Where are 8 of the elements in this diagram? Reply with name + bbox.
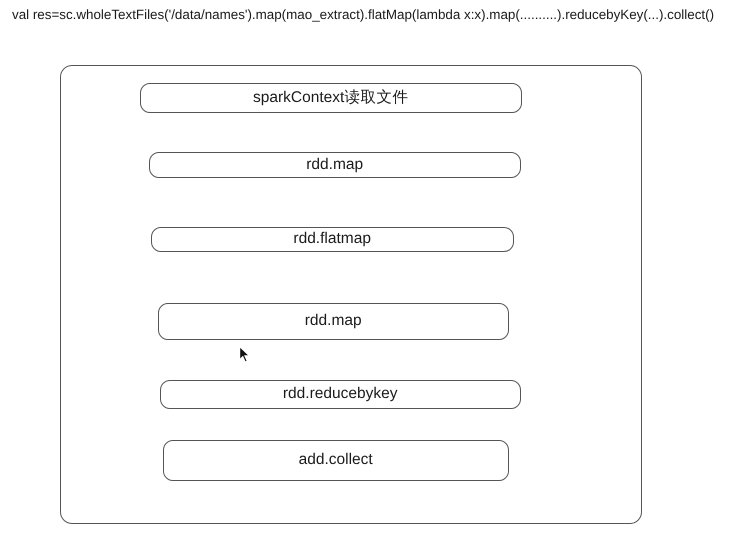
- process-box: rdd.reducebykey: [160, 380, 521, 409]
- title: val res=sc.wholeTextFiles('/data/names').map(mao_extract).flatMap(lambda x:x).map(..........).reducebyKey(...).collect(): [12, 7, 714, 22]
- process-box: rdd.map: [148, 152, 521, 178]
- container-box: [60, 65, 642, 524]
- process-box: add.collect: [162, 440, 509, 481]
- process-box: rdd.flatmap: [150, 226, 514, 252]
- process-box: sparkContext读取文件: [140, 82, 522, 113]
- process-box: rdd.map: [158, 302, 509, 340]
